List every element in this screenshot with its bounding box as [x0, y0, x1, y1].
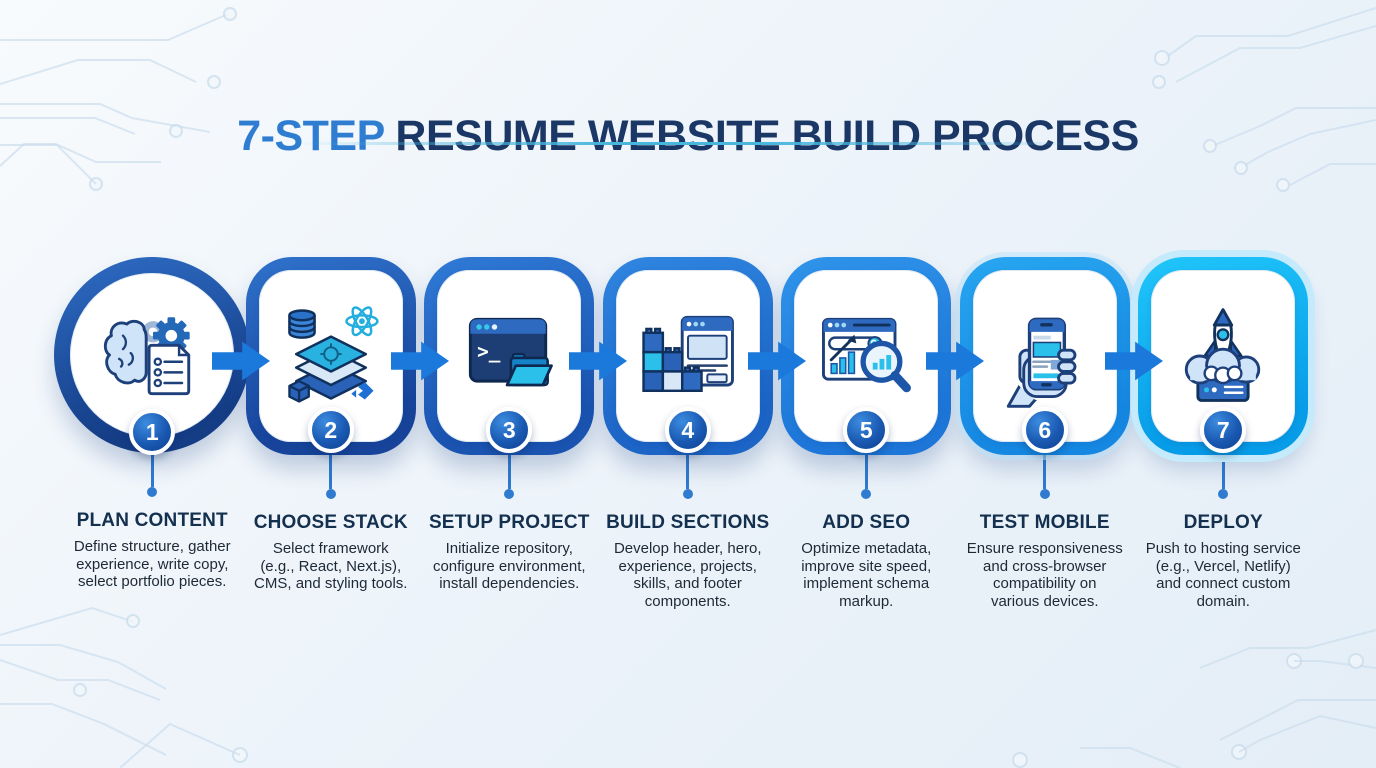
- step-4-number-badge: 4: [664, 407, 711, 453]
- step-7-number-badge: 7: [1200, 407, 1247, 453]
- brain-gear-checklist-icon: [104, 317, 191, 396]
- step-description: Push to hosting service (e.g., Vercel, N…: [1145, 540, 1301, 610]
- step-description: Select framework (e.g., React, Next.js),…: [254, 540, 408, 592]
- step-plan-content: 1 PLAN CONTENT Define structure, gather …: [54, 257, 251, 591]
- step-title: SETUP PROJECT: [428, 512, 590, 533]
- step-3-connector: [504, 455, 515, 499]
- step-4-frame: 4: [602, 257, 773, 455]
- step-description: Ensure responsiveness and cross-browser …: [966, 540, 1123, 610]
- step-7-connector: [1218, 455, 1229, 499]
- step-number: 3: [502, 416, 516, 443]
- terminal-prompt: >_: [477, 340, 501, 363]
- step-test-mobile: 6 TEST MOBILE Ensure responsiveness and …: [956, 257, 1135, 610]
- step-title: ADD SEO: [822, 512, 911, 533]
- step-description: Initialize repository, configure environ…: [432, 540, 586, 592]
- hand-smartphone-icon: [1006, 317, 1077, 408]
- tech-stack-layers-icon: [287, 306, 379, 403]
- step-2-number-badge: 2: [307, 407, 354, 453]
- step-choose-stack: 2 CHOOSE STACK Select framework (e.g., R…: [242, 257, 421, 593]
- step-number: 1: [145, 418, 159, 445]
- step-deploy: 7 DEPLOY Push to hosting service (e.g., …: [1134, 257, 1313, 610]
- step-number: 5: [859, 416, 873, 443]
- page-title-rest: RESUME WEBSITE BUILD PROCESS: [383, 111, 1139, 160]
- step-1-connector: [147, 453, 158, 497]
- step-setup-project: >_ 3 SETUP PROJECT Initialize repository…: [420, 257, 599, 593]
- step-3-number-badge: 3: [486, 407, 533, 453]
- step-6-number-badge: 6: [1021, 407, 1068, 453]
- step-1-number-badge: 1: [129, 409, 176, 455]
- page-title: 7-STEP RESUME WEBSITE BUILD PROCESS: [0, 111, 1376, 160]
- step-number: 4: [681, 416, 695, 443]
- step-number: 2: [324, 416, 338, 443]
- step-6-connector: [1039, 455, 1050, 499]
- step-title: DEPLOY: [1183, 512, 1263, 533]
- terminal-folder-icon: >_: [469, 317, 554, 387]
- search-analytics-icon: [822, 317, 912, 393]
- step-2-connector: [325, 455, 336, 499]
- step-5-connector: [861, 455, 872, 499]
- step-title: BUILD SECTIONS: [606, 512, 770, 533]
- step-1-frame: 1: [54, 257, 251, 455]
- step-description: Define structure, gather experience, wri…: [73, 538, 231, 590]
- step-title: CHOOSE STACK: [253, 512, 408, 533]
- step-build-sections: 4 BUILD SECTIONS Develop header, hero, e…: [599, 257, 778, 610]
- step-6-frame: 6: [959, 257, 1130, 455]
- step-description: Develop header, hero, experience, projec…: [613, 540, 762, 610]
- step-5-frame: 5: [781, 257, 952, 455]
- blocks-webpage-icon: [642, 315, 734, 393]
- step-5-number-badge: 5: [843, 407, 890, 453]
- step-4-connector: [682, 455, 693, 499]
- step-2-frame: 2: [245, 257, 416, 455]
- step-title: PLAN CONTENT: [76, 510, 228, 531]
- title-underline: [298, 142, 1078, 145]
- step-7-frame: 7: [1138, 257, 1309, 455]
- step-number: 7: [1216, 416, 1230, 443]
- rocket-cloud-server-icon: [1185, 308, 1261, 402]
- step-number: 6: [1038, 416, 1052, 443]
- page-title-accent: 7-STEP: [237, 111, 384, 160]
- step-add-seo: 5 ADD SEO Optimize metadata, improve sit…: [777, 257, 956, 610]
- process-flow: 1 PLAN CONTENT Define structure, gather …: [54, 257, 1313, 610]
- step-3-frame: >_ 3: [424, 257, 595, 455]
- step-description: Optimize metadata, improve site speed, i…: [801, 540, 932, 610]
- step-title: TEST MOBILE: [979, 512, 1110, 533]
- step-4-card: [615, 270, 760, 442]
